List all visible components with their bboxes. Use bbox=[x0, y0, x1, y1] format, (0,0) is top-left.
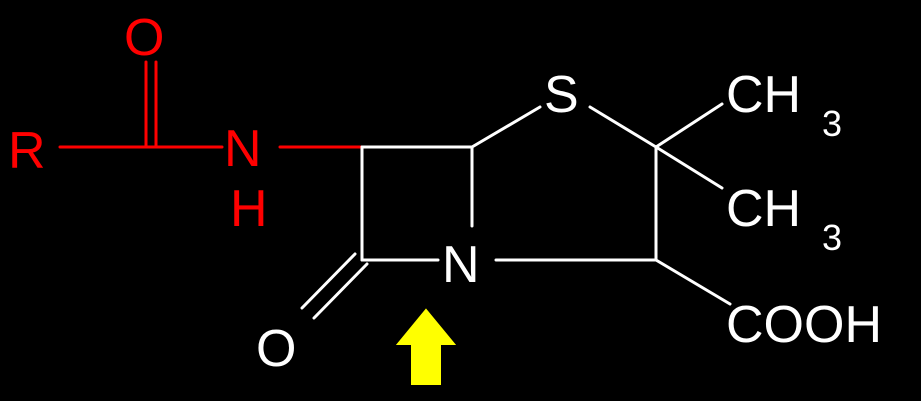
amide-hydrogen-label: H bbox=[230, 180, 268, 238]
methyl-2-base: CH bbox=[726, 180, 801, 238]
methyl-1-label: CH bbox=[726, 66, 801, 124]
bond-c3-carboxyl bbox=[654, 258, 732, 306]
bond-sulfur-c2 bbox=[588, 105, 658, 149]
ring-nitrogen-label: N bbox=[442, 236, 480, 294]
lactam-oxygen-label: O bbox=[256, 320, 296, 378]
sulfur-label: S bbox=[544, 66, 579, 124]
side-chain-bonds bbox=[58, 60, 364, 149]
bond-c2-methyl-1 bbox=[654, 102, 724, 149]
methyl-2-subscript: 3 bbox=[822, 217, 842, 258]
methyl-2-label: CH bbox=[726, 180, 801, 238]
bond-c2-methyl-2 bbox=[654, 145, 724, 190]
core-bonds bbox=[300, 102, 732, 320]
r-group-label: R bbox=[8, 122, 46, 180]
up-arrow-icon bbox=[395, 308, 457, 385]
methyl-1-base: CH bbox=[726, 66, 801, 124]
carbonyl-oxygen-label: O bbox=[124, 9, 164, 67]
bond-c5-sulfur bbox=[470, 105, 542, 149]
methyl-1-subscript: 3 bbox=[822, 103, 842, 144]
bond-lactam-carbonyl-a bbox=[300, 252, 357, 310]
bond-lactam-carbonyl-b bbox=[312, 262, 369, 320]
amide-nitrogen-label: N bbox=[224, 120, 262, 178]
carboxyl-label: COOH bbox=[726, 296, 882, 354]
